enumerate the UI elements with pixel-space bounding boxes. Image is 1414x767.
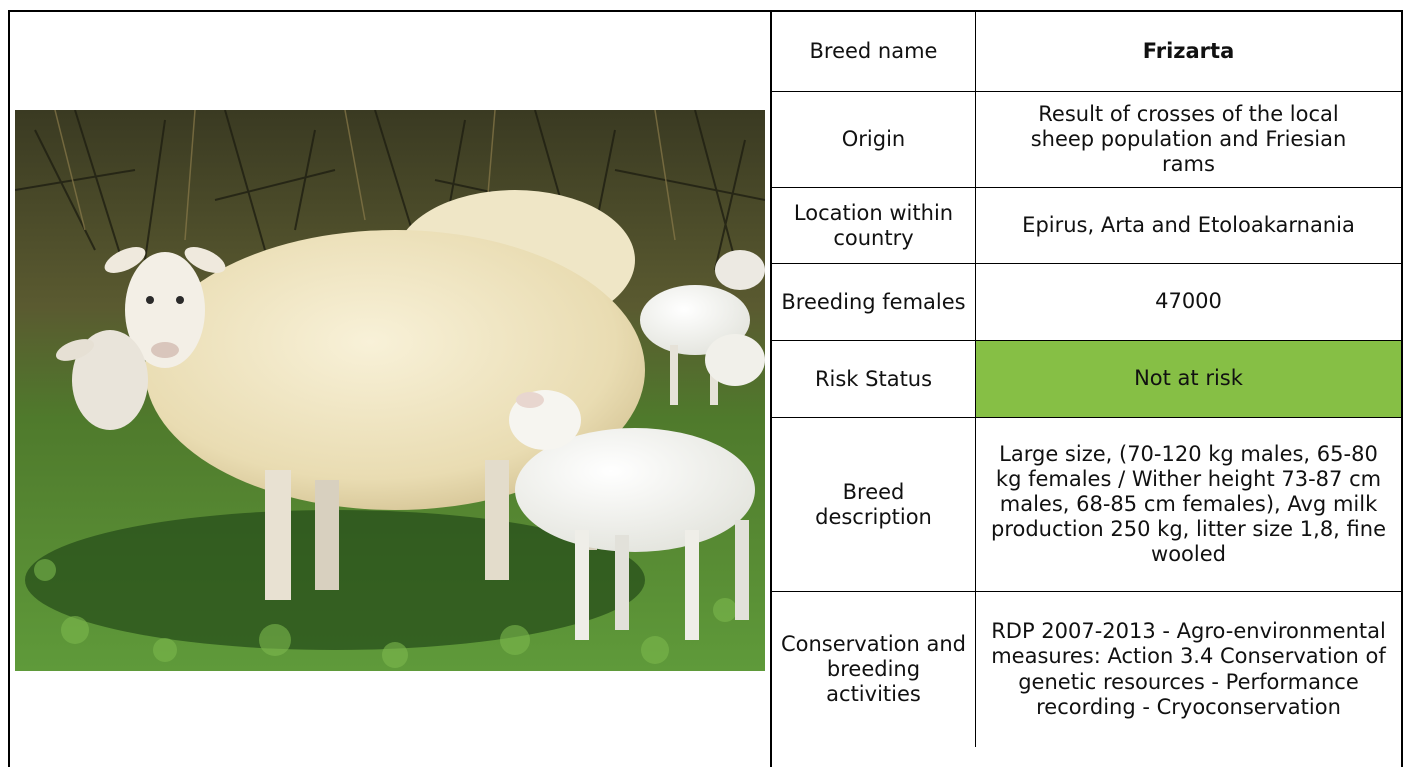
table-row: Origin Result of crosses of the local sh… <box>772 92 1401 188</box>
table-row: Risk Status Not at risk <box>772 341 1401 418</box>
breed-photo <box>15 110 765 671</box>
breed-sheet: Breed name Frizarta Origin Result of cro… <box>8 10 1403 767</box>
table-row: Breed name Frizarta <box>772 12 1401 92</box>
label-breed-description: Breed description <box>772 418 976 591</box>
table-row: Location within country Epirus, Arta and… <box>772 188 1401 264</box>
value-risk-status: Not at risk <box>976 341 1401 417</box>
breed-info-table: Breed name Frizarta Origin Result of cro… <box>772 12 1401 767</box>
value-origin: Result of crosses of the local sheep pop… <box>1030 101 1347 177</box>
label-breeding-females: Breeding females <box>772 264 976 340</box>
value-conservation: RDP 2007-2013 - Agro-environmental measu… <box>991 619 1386 719</box>
value-location: Epirus, Arta and Etoloakarnania <box>1022 212 1355 237</box>
value-breed-name: Frizarta <box>1142 38 1235 63</box>
label-location: Location within country <box>772 188 976 263</box>
label-breed-name: Breed name <box>772 12 976 91</box>
value-breeding-females: 47000 <box>1155 289 1222 314</box>
label-conservation: Conservation and breeding activities <box>772 592 976 747</box>
table-row: Conservation and breeding activities RDP… <box>772 592 1401 747</box>
value-breed-description: Large size, (70-120 kg males, 65-80 kg f… <box>990 441 1386 567</box>
label-risk-status: Risk Status <box>772 341 976 417</box>
photo-cell <box>10 12 772 767</box>
label-origin: Origin <box>772 92 976 187</box>
sheep-photo-illustration <box>15 110 765 671</box>
table-row: Breed description Large size, (70-120 kg… <box>772 418 1401 592</box>
table-row: Breeding females 47000 <box>772 264 1401 341</box>
